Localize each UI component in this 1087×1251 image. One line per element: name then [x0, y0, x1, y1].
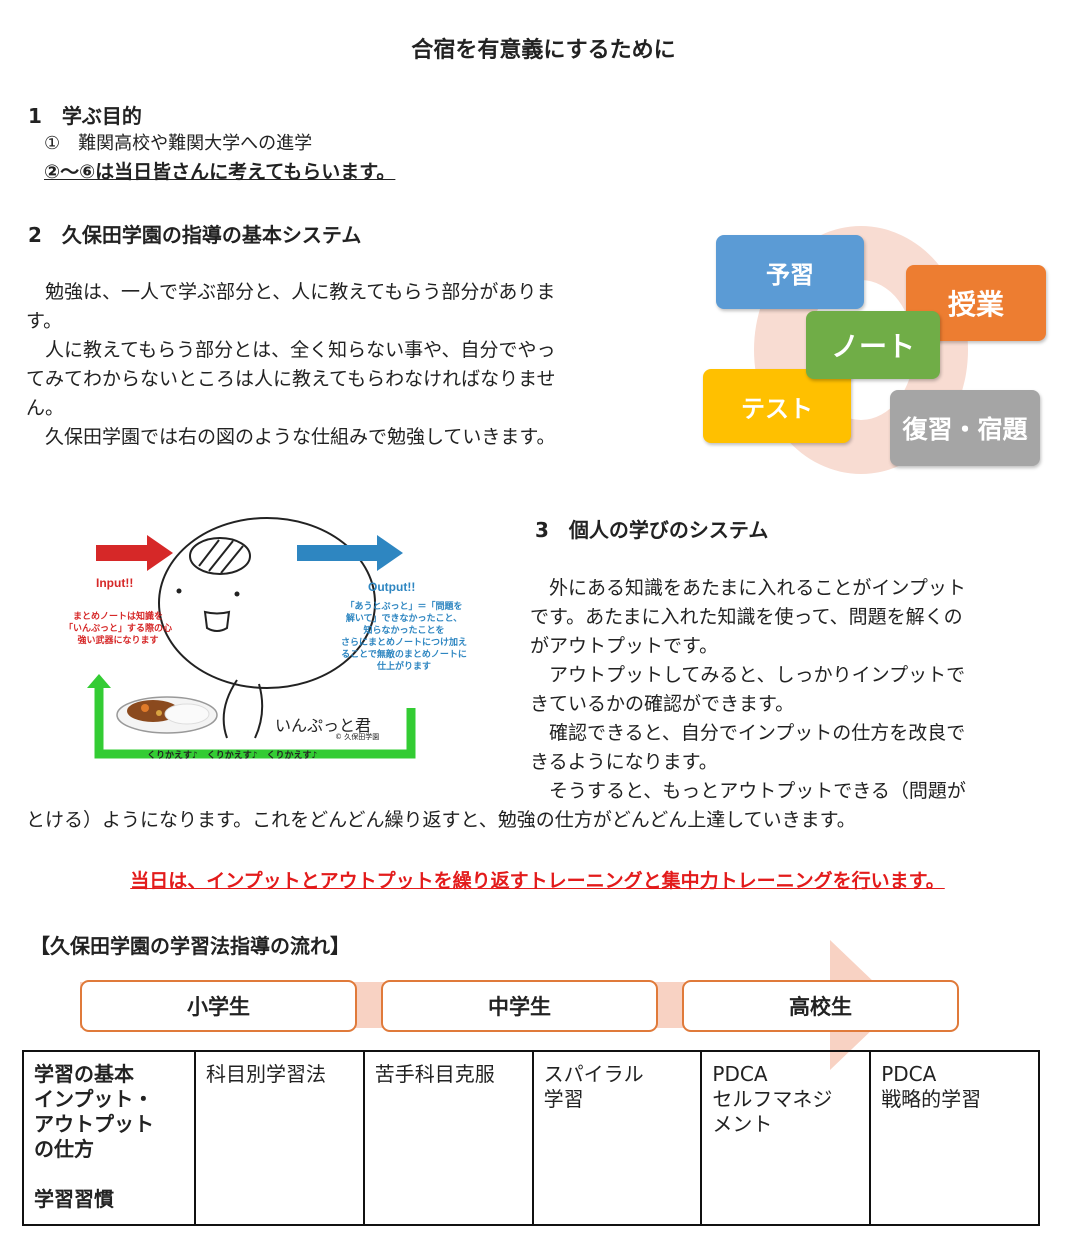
table-cell-pdca-self: PDCA セルフマネジ メント — [700, 1050, 872, 1226]
stage-junior-high-label: 中学生 — [488, 994, 551, 1019]
section2-line: す。 — [26, 310, 63, 332]
cell-line: PDCA — [712, 1062, 768, 1086]
section3-line: です。あたまに入れた知識を使って、問題を解くの — [530, 606, 963, 628]
section3-line: そうすると、もっとアウトプットできる（問題が — [530, 780, 966, 802]
input-arrow — [96, 535, 173, 571]
copyright: © 久保田学園 — [335, 733, 380, 741]
stage-elementary-label: 小学生 — [187, 994, 250, 1019]
section2-line: 人に教えてもらう部分とは、全く知らない事や、自分でやっ — [26, 339, 556, 361]
cell-line: 戦略的学習 — [881, 1087, 982, 1111]
cell-line: メント — [712, 1112, 773, 1136]
character-name: いんぷっと君 — [275, 716, 372, 735]
cell-line: 学習 — [543, 1087, 584, 1111]
right-note-line: 解いて」できなかったこと、 — [345, 613, 463, 623]
stage-high-school-label: 高校生 — [789, 994, 852, 1019]
section2-line: ん。 — [26, 397, 65, 419]
cycle-fukushu-box: 復習・宿題 — [890, 390, 1040, 466]
right-note-line: ることで無敵のまとめノートに — [341, 649, 467, 659]
table-cell-weak-subjects: 苦手科目克服 — [362, 1050, 534, 1226]
table-cell-basics: 学習の基本 インプット・ アウトプット の仕方 学習習慣 — [22, 1050, 196, 1226]
cell-line: セルフマネジ — [712, 1087, 833, 1111]
table-cell-subject-methods: 科目別学習法 — [194, 1050, 365, 1226]
table-cell-pdca-strategy: PDCA 戦略的学習 — [869, 1050, 1040, 1226]
section3-last-line: とける）ようになります。これをどんどん繰り返すと、勉強の仕方がどんどん上達してい… — [26, 809, 856, 831]
cycle-yoshu-box: 予習 — [716, 235, 864, 309]
table-cell-spiral: スパイラル 学習 — [531, 1050, 703, 1226]
input-label: Input!! — [96, 576, 134, 590]
repeat-loop — [94, 684, 416, 759]
section3-heading: 3 個人の学びのシステム — [535, 518, 769, 542]
loop-text: くりかえす♪ くりかえす♪ くりかえす♪ — [147, 751, 318, 761]
cycle-jugyo-label: 授業 — [947, 288, 1004, 321]
left-note: まとめノートは知識を 「いんぷっと」する際の心 強い武器になります — [43, 610, 193, 646]
cycle-fukushu-label: 復習・宿題 — [902, 415, 1028, 444]
stage-high-school: 高校生 — [682, 980, 959, 1032]
left-note-line: 強い武器になります — [77, 635, 159, 645]
section3-line: がアウトプットです。 — [530, 635, 719, 657]
left-note-line: 「いんぷっと」する際の心 — [63, 623, 172, 633]
page-title: 合宿を有意義にするために — [411, 38, 676, 63]
section3-line: きているかの確認ができます。 — [530, 693, 795, 715]
cell-line: の仕方 — [34, 1137, 94, 1161]
section3-line: 外にある知識をあたまに入れることがインプット — [530, 577, 966, 599]
cell-line: 学習の基本 — [34, 1062, 134, 1086]
cell-line: アウトプット — [34, 1112, 154, 1136]
cycle-note-box: ノート — [806, 311, 940, 379]
section2-heading: 2 久保田学園の指導の基本システム — [28, 223, 362, 247]
inputto-kun-illustration: Input!! Output!! まとめノートは知識を 「いんぷっと」する際の心… — [64, 508, 467, 768]
right-note-line: 「あうとぷっと」＝「問題を — [345, 601, 463, 611]
cycle-test-box: テスト — [703, 369, 851, 443]
notice: 当日は、インプットとアウトプットを繰り返すトレーニングと集中力トレーニングを行い… — [130, 870, 945, 892]
cycle-test-label: テスト — [741, 394, 813, 423]
section2-line: 勉強は、一人で学ぶ部分と、人に教えてもらう部分がありま — [26, 281, 556, 303]
section1-item1: ① 難関高校や難関大学への進学 — [44, 133, 313, 154]
cell-line: インプット・ — [34, 1087, 154, 1111]
section2-line: てみてわからないところは人に教えてもらわなければなりませ — [26, 368, 556, 390]
section3-line: アウトプットしてみると、しっかりインプットで — [530, 664, 966, 686]
section1-item2: ②～⑥は当日皆さんに考えてもらいます。 — [44, 161, 396, 183]
section2-line: 久保田学園では右の図のような仕組みで勉強していきます。 — [26, 426, 556, 448]
left-note-line: まとめノートは知識を — [72, 611, 163, 621]
section3-line: きるようになります。 — [530, 751, 718, 773]
section3-body: 外にある知識をあたまに入れることがインプット です。あたまに入れた知識を使って、… — [530, 574, 1050, 806]
stage-junior-high: 中学生 — [381, 980, 658, 1032]
output-label: Output!! — [368, 580, 416, 594]
cell-line: スパイラル — [543, 1062, 644, 1086]
cycle-yoshu-label: 予習 — [766, 260, 814, 289]
right-note: 「あうとぷっと」＝「問題を 解いて」できなかったこと、 知らなかったことを さら… — [329, 600, 479, 672]
section2-body: 勉強は、一人で学ぶ部分と、人に教えてもらう部分がありま す。 人に教えてもらう部… — [26, 278, 666, 452]
stage-elementary: 小学生 — [80, 980, 357, 1032]
section3-line: 確認できると、自分でインプットの仕方を改良で — [530, 722, 966, 744]
flow-heading: 【久保田学園の学習法指導の流れ】 — [30, 934, 350, 958]
cell-line: 科目別学習法 — [206, 1062, 326, 1086]
right-note-line: 知らなかったことを — [363, 625, 445, 635]
cell-line: PDCA — [881, 1062, 937, 1086]
section1-heading: 1 学ぶ目的 — [28, 104, 142, 128]
cycle-note-label: ノート — [830, 330, 915, 363]
right-note-line: 仕上がります — [376, 661, 431, 671]
right-note-line: さらにまとめノートにつけ加え — [340, 637, 467, 647]
table-row: 学習の基本 インプット・ アウトプット の仕方 学習習慣 科目別学習法 苦手科目… — [22, 1050, 1040, 1226]
cell-spacer — [34, 1162, 184, 1187]
flow-table: 学習の基本 インプット・ アウトプット の仕方 学習習慣 科目別学習法 苦手科目… — [22, 1050, 1040, 1226]
output-arrow — [297, 535, 403, 571]
cell-line: 苦手科目克服 — [374, 1062, 495, 1086]
character-mouth — [203, 610, 231, 632]
illustration-svg — [87, 508, 427, 768]
cell-line: 学習習慣 — [34, 1187, 114, 1211]
